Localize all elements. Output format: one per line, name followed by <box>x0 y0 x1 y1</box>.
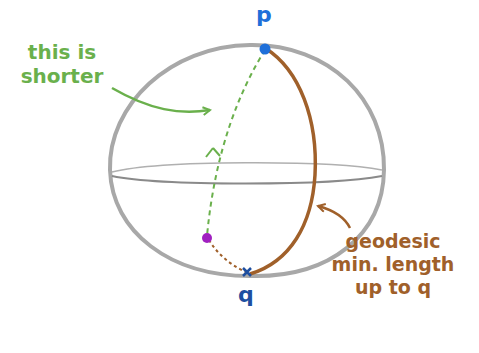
leader-arrow <box>112 88 210 112</box>
point-label: p <box>256 2 286 28</box>
point-p <box>260 44 271 55</box>
geodesic-curve <box>250 48 315 274</box>
equator-front <box>112 176 382 184</box>
point-q <box>243 268 251 276</box>
shorter-path <box>207 50 265 236</box>
conjugate-point <box>202 233 212 243</box>
equator <box>112 163 382 172</box>
callout-note: geodesic min. length up to q <box>328 230 458 298</box>
sphere-outline <box>110 45 384 276</box>
tick-mark <box>206 148 220 157</box>
leader-arrow <box>318 206 350 228</box>
shorter-path-end <box>209 240 246 272</box>
point-label: q <box>238 282 268 308</box>
callout-note: this is shorter <box>14 40 110 88</box>
